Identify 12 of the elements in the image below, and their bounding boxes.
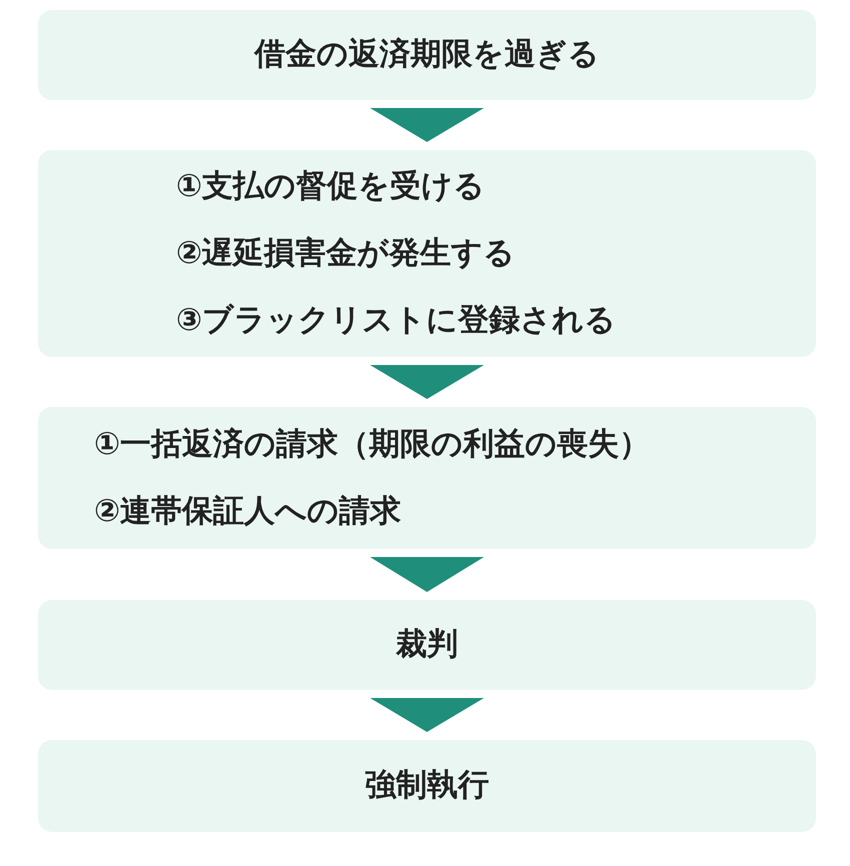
step-text: 強制執行: [365, 767, 489, 805]
step-text: ①一括返済の請求（期限の利益の喪失）: [94, 426, 650, 463]
step-text: ③ブラックリストに登録される: [176, 302, 616, 340]
step-text: 裁判: [396, 626, 458, 664]
arrow: [370, 108, 484, 142]
arrow: [370, 365, 484, 399]
arrow: [370, 557, 484, 592]
step-text: ②遅延損害金が発生する: [176, 234, 516, 272]
step-text: 借金の返済期限を過ぎる: [254, 36, 600, 74]
step-text: ①支払の督促を受ける: [176, 168, 486, 205]
arrow: [370, 698, 484, 732]
step-text: ②連帯保証人への請求: [94, 493, 402, 530]
